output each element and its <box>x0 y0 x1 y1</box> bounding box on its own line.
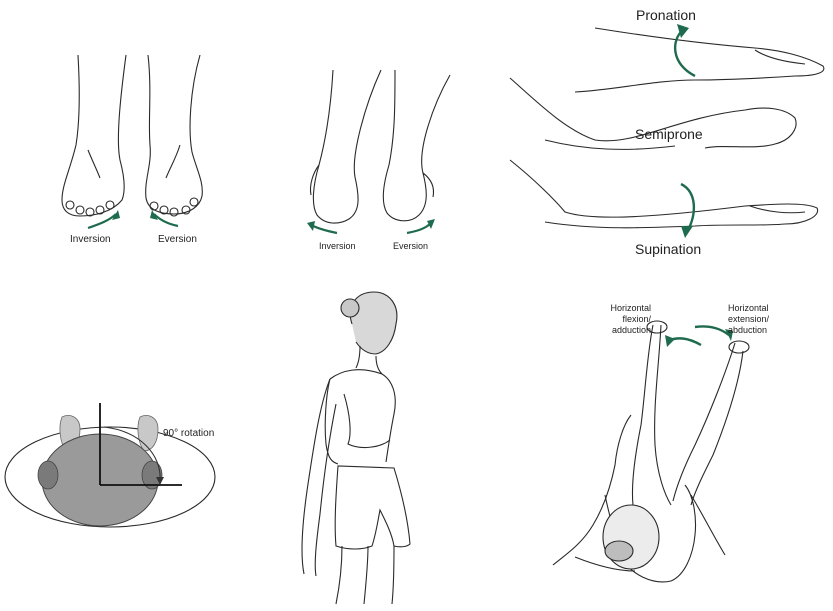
inversion-arrow-back <box>310 224 338 235</box>
panel-hips-top: Horizontal flexion/ adduction Horizontal… <box>535 295 833 605</box>
label-horizontal-flexion: Horizontal flexion/ adduction <box>610 303 651 335</box>
panel-standing-woman <box>290 284 420 606</box>
label-horizontal-extension: Horizontal extension/ abduction <box>728 303 770 335</box>
eversion-arrow-back <box>406 222 432 235</box>
pronation-arrow <box>673 29 696 78</box>
label-eversion-back: Eversion <box>393 241 429 251</box>
extension-arrow <box>694 325 730 336</box>
hips-top-illustration <box>552 320 750 583</box>
label-inversion-back: Inversion <box>319 241 356 251</box>
label-eversion-front: Eversion <box>158 234 197 245</box>
label-semiprone: Semiprone <box>635 126 703 142</box>
label-supination: Supination <box>635 241 702 257</box>
feet-back-illustration <box>307 69 451 235</box>
eversion-arrow <box>153 213 179 228</box>
panel-feet-back: Inversion Eversion <box>295 65 470 260</box>
head-top-illustration <box>4 403 216 528</box>
label-90-rotation: 90° rotation <box>163 428 215 439</box>
inversion-arrow <box>87 213 117 230</box>
forearm-illustration <box>509 24 825 238</box>
label-pronation: Pronation <box>636 7 696 23</box>
panel-forearm: Pronation Semiprone Supination <box>505 0 833 262</box>
standing-woman-illustration <box>301 291 411 605</box>
feet-front-illustration <box>61 54 203 230</box>
supination-arrow <box>680 182 695 233</box>
panel-head-top: 90° rotation <box>0 395 240 555</box>
panel-feet-front: Inversion Eversion <box>40 50 250 255</box>
label-inversion-front: Inversion <box>70 234 111 245</box>
